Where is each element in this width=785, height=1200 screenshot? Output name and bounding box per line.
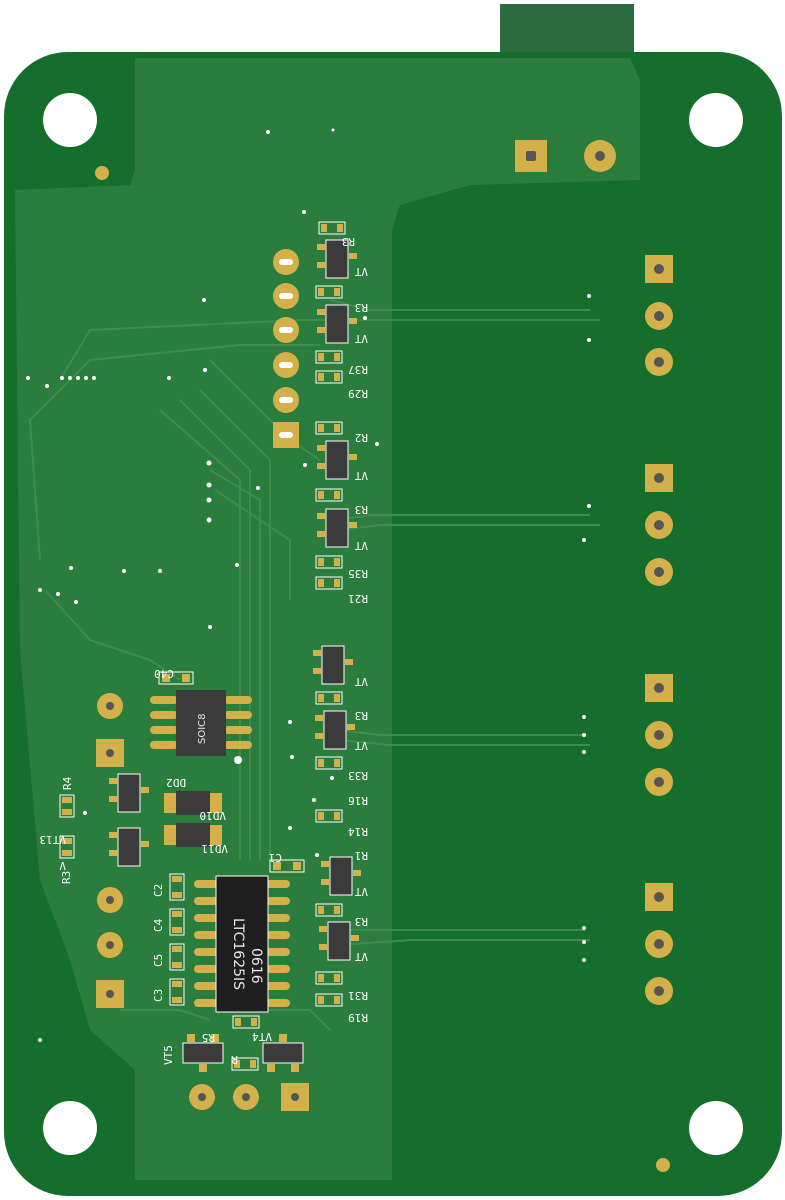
label-c2: C2	[152, 884, 165, 897]
bottom-parts	[182, 1015, 304, 1072]
left-transistors	[59, 773, 149, 867]
label-r35: R35	[348, 567, 368, 580]
fiducial-bottom-right	[656, 1158, 670, 1172]
label-vt4: VT4	[252, 1030, 272, 1043]
label-vt-1: VT	[354, 265, 368, 278]
capacitors-left	[169, 873, 185, 1006]
ltc1625-marking-line1: LTC1625IS	[230, 918, 246, 990]
label-r19: R19	[348, 1011, 368, 1024]
label-r4: R4	[61, 776, 74, 790]
label-vt13: VT13	[40, 833, 67, 846]
label-vt5: VT5	[162, 1045, 175, 1065]
label-c3: C3	[152, 989, 165, 1002]
label-vd11: VD11	[202, 842, 229, 855]
soic8-marking: SOIC8	[197, 713, 208, 744]
header-right-3	[645, 674, 673, 796]
label-vt-2: VT	[354, 332, 368, 345]
mounting-hole-bottom-left	[43, 1101, 97, 1155]
label-r3-top: R3	[342, 235, 355, 248]
label-vt-3: VT	[354, 469, 368, 482]
label-vt-4: VT	[354, 539, 368, 552]
label-c5: C5	[152, 954, 165, 967]
soic8-ic	[150, 671, 252, 764]
label-r29: R29	[348, 387, 368, 400]
label-r33: R33	[348, 769, 368, 782]
header-right-2	[645, 464, 673, 586]
label-r16: R16	[348, 794, 368, 807]
label-c40: C40	[154, 667, 174, 680]
left-pads	[96, 693, 124, 1008]
label-vt-5: VT	[354, 675, 368, 688]
label-c1: C1	[269, 851, 282, 864]
header-six-pin	[273, 249, 299, 448]
mounting-holes	[43, 93, 743, 1155]
label-r31: R31	[348, 989, 368, 1002]
label-r3-b: R3	[355, 301, 368, 314]
diodes	[164, 791, 222, 847]
label-r3-c: R3	[355, 503, 368, 516]
fiducial-top-left	[95, 166, 109, 180]
label-r21: R21	[348, 592, 368, 605]
mounting-hole-bottom-right	[689, 1101, 743, 1155]
label-vt-7: VT	[354, 885, 368, 898]
label-v: V	[59, 859, 66, 872]
label-r1: R1	[355, 849, 368, 862]
label-r37: R37	[348, 363, 368, 376]
ltc1625-ic	[194, 859, 305, 1013]
label-r2: R2	[355, 431, 368, 444]
label-c4: C4	[152, 918, 165, 932]
right-headers	[645, 255, 673, 1005]
label-vt-6: VT	[354, 739, 368, 752]
label-dd2: DD2	[166, 776, 186, 789]
header-top	[515, 140, 616, 172]
top-connector-tab	[500, 4, 634, 56]
label-vt-8: VT	[354, 950, 368, 963]
vias	[26, 128, 591, 1042]
mounting-hole-top-left	[43, 93, 97, 147]
header-right-4	[645, 883, 673, 1005]
label-r3-left: R3	[60, 871, 73, 884]
ltc1625-marking-line2: 0616	[248, 948, 264, 984]
label-r3-e: R3	[355, 915, 368, 928]
label-r5: R5	[202, 1031, 215, 1044]
label-r14: R14	[348, 825, 368, 838]
transistors	[313, 221, 361, 1007]
silkscreen-labels: R3 VT R3 VT R37 R29 R2 VT R3 VT R35 R21 …	[40, 235, 369, 1066]
label-r3-d: R3	[355, 709, 368, 722]
header-bottom	[189, 1083, 309, 1111]
header-right-1	[645, 255, 673, 376]
label-vd10: VD10	[200, 809, 227, 822]
mounting-hole-top-right	[689, 93, 743, 147]
label-r-bottom: R	[231, 1053, 238, 1066]
